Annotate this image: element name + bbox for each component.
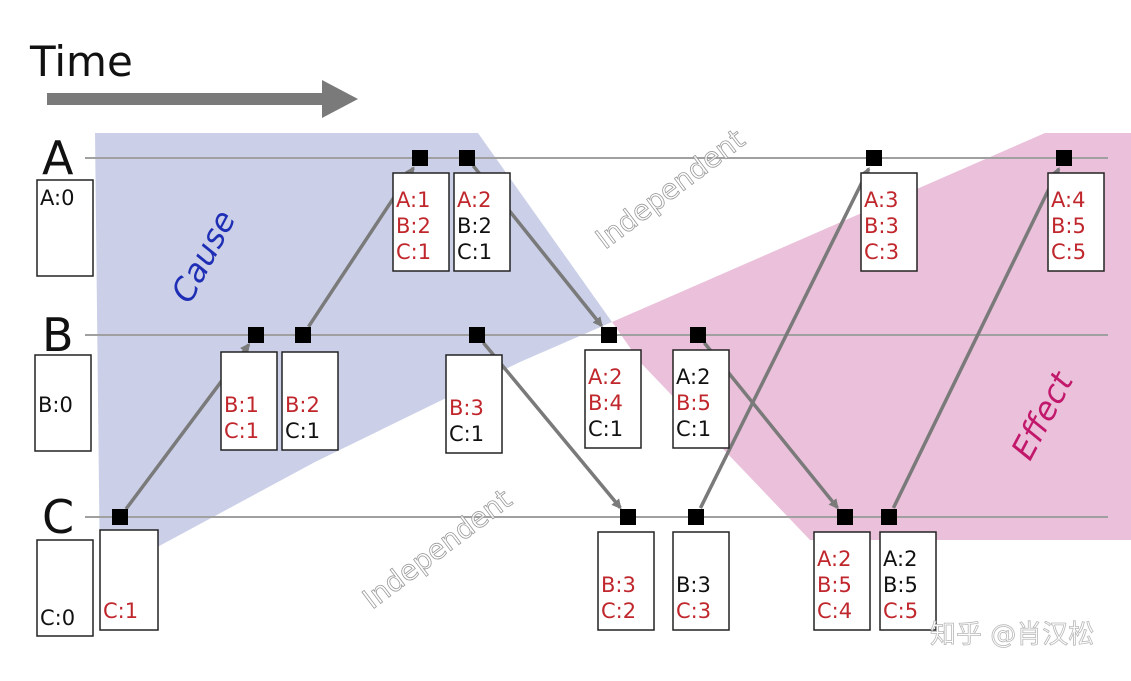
cause-region [95, 133, 612, 578]
clock-entry-a2-2: C:1 [457, 240, 492, 264]
clock-entry-c4-0: A:2 [817, 547, 851, 571]
event-marker-a1 [412, 150, 428, 166]
event-marker-b2 [295, 327, 311, 343]
effect-region [612, 133, 1131, 540]
clock-entry-c3-0: B:3 [676, 573, 711, 597]
initial-label-a: A:0 [40, 186, 74, 210]
clock-entry-b3-0: B:3 [449, 396, 484, 420]
event-marker-a2 [459, 150, 475, 166]
process-label-b: B [42, 308, 74, 362]
clock-entry-a3-0: A:3 [864, 188, 898, 212]
clock-entry-b3-1: C:1 [449, 422, 484, 446]
clock-entry-b5-1: B:5 [676, 391, 711, 415]
time-arrow-icon [47, 80, 358, 118]
clock-box-b2 [281, 351, 339, 451]
event-marker-b4 [601, 327, 617, 343]
clock-box-c2 [597, 531, 655, 631]
clock-box-b5 [672, 349, 730, 449]
time-title: Time [29, 37, 133, 86]
process-label-a: A [42, 131, 74, 185]
clock-entry-a3-1: B:3 [864, 214, 899, 238]
clock-entry-a4-1: B:5 [1051, 214, 1086, 238]
clock-entry-b4-0: A:2 [588, 365, 622, 389]
initial-box-c [36, 539, 94, 637]
clock-entry-a2-0: A:2 [457, 188, 491, 212]
event-marker-b5 [690, 327, 706, 343]
clock-entry-b4-1: B:4 [588, 391, 623, 415]
clock-entry-a2-1: B:2 [457, 214, 492, 238]
process-label-c: C [42, 490, 74, 544]
event-marker-c1 [112, 509, 128, 525]
clock-entry-b2-0: B:2 [285, 393, 320, 417]
clock-entry-b5-0: A:2 [676, 365, 710, 389]
independent-label-top: Independent [589, 122, 751, 255]
event-marker-c4 [837, 509, 853, 525]
initial-label-b: B:0 [38, 393, 73, 417]
clock-entry-b1-1: C:1 [224, 419, 259, 443]
clock-entry-c1-0: C:1 [103, 599, 138, 623]
clock-entry-c5-2: C:5 [883, 599, 918, 623]
initial-box-a [36, 179, 94, 277]
initial-label-c: C:0 [40, 606, 75, 630]
watermark: 知乎 @肖汉松 [930, 620, 1094, 650]
event-marker-b1 [248, 327, 264, 343]
clock-entry-a4-2: C:5 [1051, 240, 1086, 264]
clock-box-b1 [220, 351, 278, 451]
clock-entry-c2-0: B:3 [601, 573, 636, 597]
clock-box-c5 [879, 531, 937, 631]
event-marker-c3 [688, 509, 704, 525]
message-arrow-c5-to-a4 [891, 166, 1061, 509]
event-marker-c5 [881, 509, 897, 525]
clock-box-c4 [813, 531, 871, 631]
clock-box-a4 [1047, 172, 1105, 272]
clock-entry-b4-2: C:1 [588, 417, 623, 441]
events: C:1B:1C:1B:2C:1A:1B:2C:1A:2B:2C:1B:3C:1A… [99, 150, 1105, 631]
event-marker-a3 [866, 150, 882, 166]
clock-entry-c3-1: C:3 [676, 599, 711, 623]
clock-box-a3 [860, 172, 918, 272]
clock-entry-a1-0: A:1 [396, 188, 430, 212]
message-arrow-c3-to-a3 [698, 166, 871, 509]
clock-box-c3 [672, 531, 730, 631]
clock-box-b3 [445, 354, 503, 454]
clock-entry-a1-1: B:2 [396, 214, 431, 238]
event-marker-a4 [1056, 150, 1072, 166]
message-arrow-b3-to-c2 [482, 341, 622, 510]
clock-box-c1 [99, 529, 159, 631]
clock-entry-a4-0: A:4 [1051, 188, 1085, 212]
clock-box-b4 [584, 349, 642, 449]
initial-box-b [34, 354, 92, 452]
independent-label-bottom: Independent [356, 482, 518, 615]
clock-entry-c4-1: B:5 [817, 573, 852, 597]
clock-box-a2 [453, 172, 511, 272]
clock-entry-c5-0: A:2 [883, 547, 917, 571]
clock-entry-b5-2: C:1 [676, 417, 711, 441]
clock-box-a1 [392, 172, 450, 272]
clock-entry-b2-1: C:1 [285, 419, 320, 443]
event-marker-c2 [620, 509, 636, 525]
clock-entry-c4-2: C:4 [817, 599, 852, 623]
clock-entry-c5-1: B:5 [883, 573, 918, 597]
clock-entry-b1-0: B:1 [224, 393, 259, 417]
clock-entry-a1-2: C:1 [396, 240, 431, 264]
event-marker-b3 [469, 327, 485, 343]
clock-entry-c2-1: C:2 [601, 599, 636, 623]
clock-entry-a3-2: C:3 [864, 240, 899, 264]
